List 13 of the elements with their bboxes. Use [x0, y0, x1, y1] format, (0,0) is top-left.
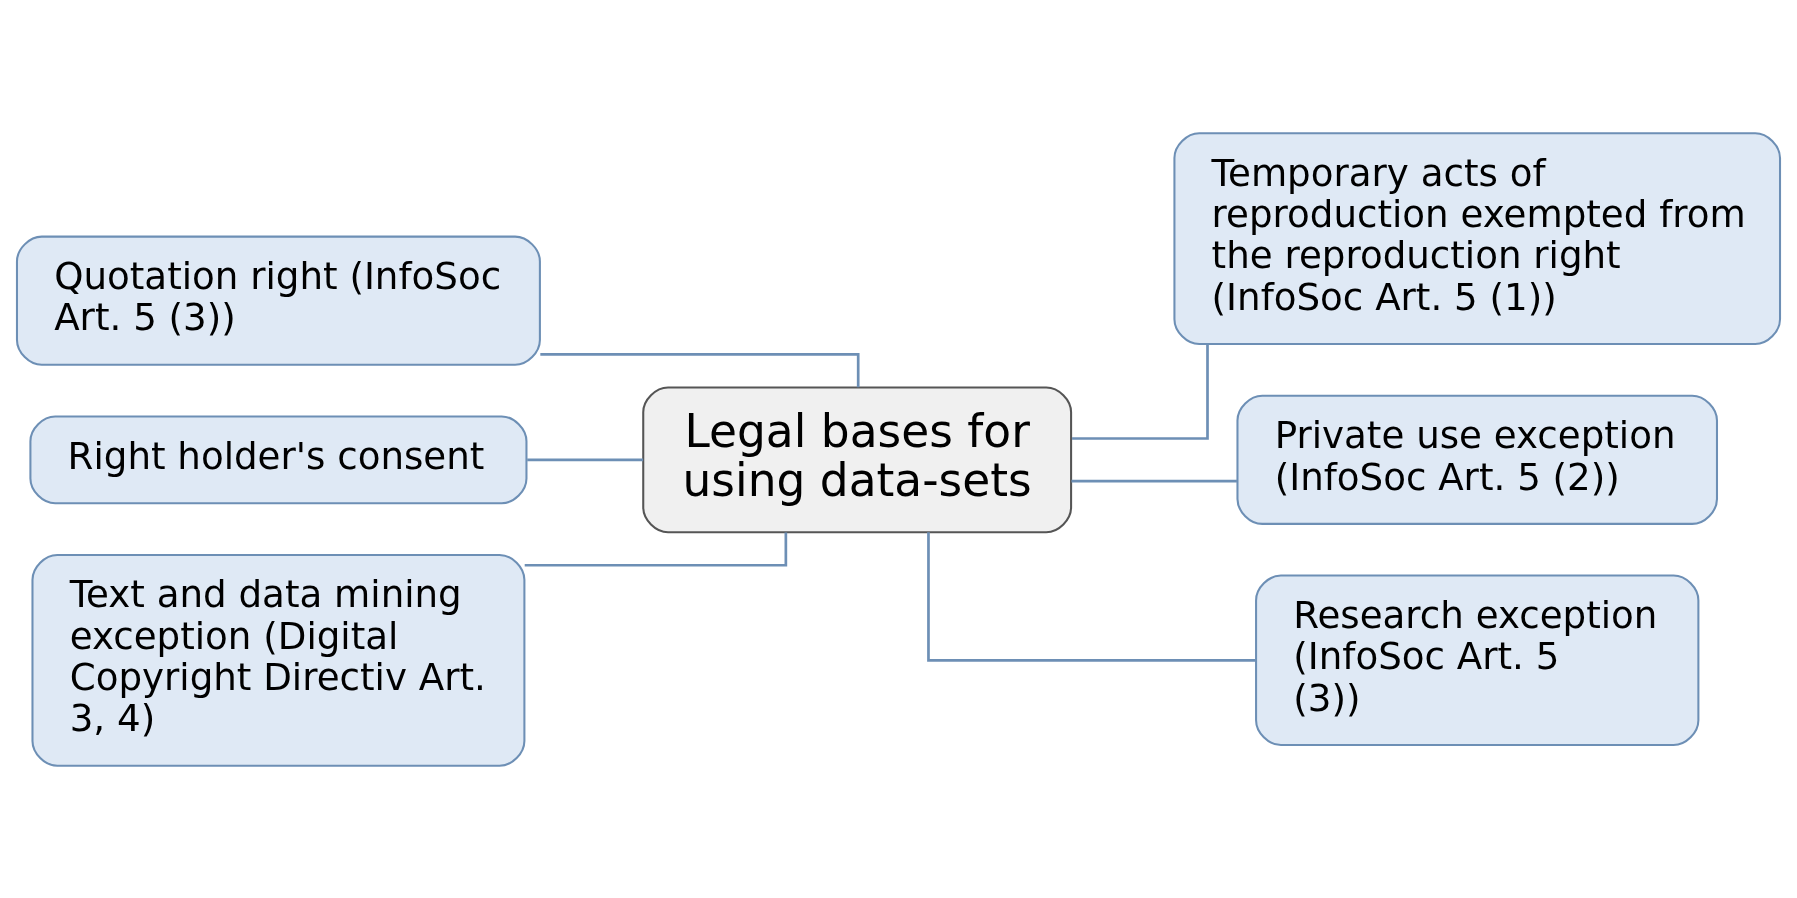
node-box: Right holder's consent: [29, 414, 528, 504]
connector: [1071, 479, 1237, 483]
connector: [540, 352, 860, 387]
node-box: Legal bases for using data-sets: [642, 385, 1073, 533]
connector: [927, 531, 1256, 662]
connector: [524, 531, 788, 567]
node-box: Research exception (InfoSoc Art. 5 (3)): [1255, 574, 1700, 746]
node-box: Private use exception (InfoSoc Art. 5 (2)): [1236, 394, 1718, 525]
node-box: Temporary acts of reproduction exempted from the reproduction right (InfoSoc Art. 5 (1)): [1173, 131, 1782, 345]
connector: [527, 458, 644, 461]
connector: [1072, 343, 1209, 440]
node-box: Text and data mining exception (Digital Copyright Directiv Art. 3, 4): [31, 553, 526, 767]
node-box: Quotation right (InfoSoc Art. 5 (3)): [15, 235, 541, 366]
